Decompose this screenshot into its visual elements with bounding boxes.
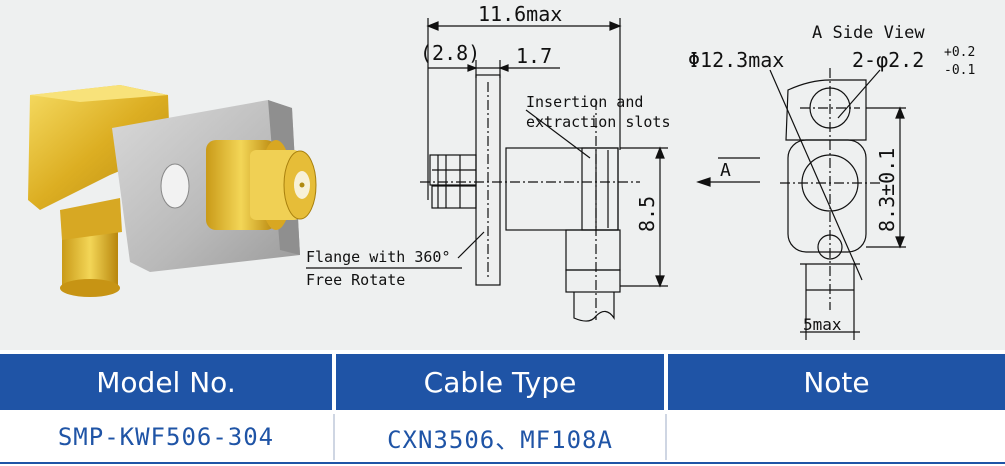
body-outline (505, 147, 619, 231)
side-view-title: A Side View (812, 23, 925, 43)
tolerance-minus: -0.1 (944, 63, 975, 78)
cell-model-no: SMP-KWF506-304 (57, 423, 275, 451)
dim-phi-12-3: Φ12.3max (688, 48, 784, 72)
side-view-outline (785, 79, 867, 141)
note-slots-line1: Insertion and (526, 93, 643, 111)
dim-1-7: 1.7 (516, 44, 552, 68)
dim-overall: 11.6max (478, 2, 562, 26)
cell-cable-type: CXN3506、MF108A (387, 425, 613, 454)
dim-5max: 5max (803, 315, 842, 334)
cell-note (668, 414, 1005, 460)
header-cable-type: Cable Type (336, 354, 664, 410)
table-bottom-rule (0, 462, 1005, 464)
note-slots-line2: extraction slots (526, 113, 671, 131)
product-photo (28, 85, 317, 297)
technical-drawing: 11.6max (2.8) 1.7 Insertion and extracti… (306, 2, 975, 340)
dim-8-3: 8.3±0.1 (875, 148, 899, 232)
header-note: Note (668, 354, 1005, 410)
column-divider (665, 414, 667, 460)
column-divider (333, 414, 335, 460)
header-model-no: Model No. (0, 354, 332, 410)
note-flange-line1: Flange with 360° (306, 248, 451, 266)
dim-2-8: (2.8) (420, 41, 480, 65)
dim-8-5: 8.5 (635, 196, 659, 232)
spec-table: Model No. Cable Type Note SMP-KWF506-304… (0, 352, 1005, 466)
note-flange-line2: Free Rotate (306, 271, 405, 289)
tolerance-plus: +0.2 (944, 45, 975, 60)
view-arrow-label: A (720, 160, 731, 181)
dim-hole-dia: 2-φ2.2 (852, 48, 924, 72)
